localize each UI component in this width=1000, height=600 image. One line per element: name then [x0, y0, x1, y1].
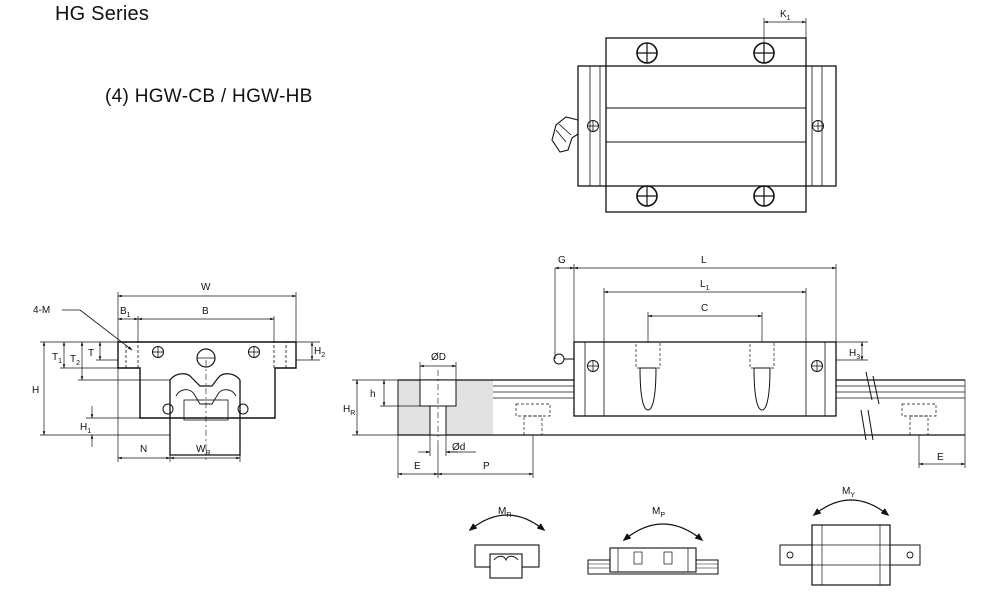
hr-label: HR [343, 404, 355, 417]
g-label: G [558, 255, 566, 266]
p-label: P [483, 461, 490, 472]
wr-label: WR [196, 444, 211, 457]
front-view [40, 292, 320, 462]
e-right-label: E [937, 452, 944, 463]
moment-mr-icon [468, 514, 546, 579]
w-label: W [201, 282, 211, 293]
my-label: MY [842, 486, 855, 499]
b-label: B [202, 306, 209, 317]
e-label: E [414, 461, 421, 472]
h2-label: H2 [314, 346, 325, 359]
h-small-label: h [370, 389, 376, 400]
l-label: L [701, 255, 707, 266]
t2-label: T2 [70, 354, 80, 367]
t-label: T [88, 348, 94, 359]
mp-label: MP [652, 506, 665, 519]
n-label: N [140, 444, 147, 455]
h3-label: H3 [849, 348, 860, 361]
bore-diameter-label: ØD [431, 352, 446, 363]
series-title: HG Series [55, 3, 150, 25]
side-view [352, 264, 966, 478]
h-label: H [32, 385, 39, 396]
top-view [551, 18, 837, 213]
mr-label: MR [498, 506, 511, 519]
four-m-label: 4-M [33, 305, 50, 316]
model-title: (4) HGW-CB / HGW-HB [105, 86, 313, 107]
h1-label: H1 [80, 422, 91, 435]
b1-label: B1 [120, 306, 131, 319]
c-label: C [701, 303, 708, 314]
moment-mp-icon [587, 523, 719, 575]
t1-label: T1 [52, 352, 62, 365]
l1-label: L1 [700, 279, 710, 292]
moment-my-icon [779, 499, 921, 586]
k1-label: K1 [780, 9, 791, 22]
hole-diameter-label: Ød [452, 442, 465, 453]
